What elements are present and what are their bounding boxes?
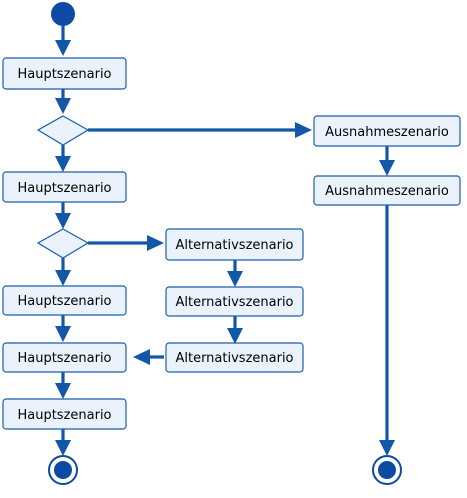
arrow-head xyxy=(55,383,71,399)
main-node-5-label: Hauptszenario xyxy=(17,408,111,423)
start-node xyxy=(51,2,75,26)
exception-node-2: Ausnahmeszenario xyxy=(313,175,461,206)
main-node-2-label: Hauptszenario xyxy=(17,181,111,196)
arrow-head xyxy=(55,156,71,172)
arrow-head xyxy=(55,213,71,229)
arrow-head xyxy=(227,271,243,287)
alternative-node-1: Alternativszenario xyxy=(165,228,304,261)
arrow-head xyxy=(55,326,71,342)
main-node-1-label: Hauptszenario xyxy=(17,67,111,82)
arrow-head xyxy=(55,440,71,456)
alternative-node-3: Alternativszenario xyxy=(165,342,304,373)
main-node-4: Hauptszenario xyxy=(2,342,127,373)
arrow-head xyxy=(379,160,395,176)
main-node-3-label: Hauptszenario xyxy=(17,294,111,309)
alternative-node-3-label: Alternativszenario xyxy=(175,351,293,366)
end-node-left xyxy=(48,455,78,485)
exception-node-1-label: Ausnahmeszenario xyxy=(325,125,449,140)
main-node-3: Hauptszenario xyxy=(2,285,127,316)
arrow-head xyxy=(55,270,71,286)
arrow-head xyxy=(55,40,71,56)
arrow-head xyxy=(379,440,395,456)
decision-node-2 xyxy=(36,228,90,259)
alternative-node-2-label: Alternativszenario xyxy=(175,295,293,310)
main-node-2: Hauptszenario xyxy=(2,171,127,203)
decision-node-1 xyxy=(36,115,90,146)
arrow-heads xyxy=(55,40,395,456)
arrow-head xyxy=(133,349,150,365)
alternative-node-2: Alternativszenario xyxy=(165,286,304,317)
main-node-5: Hauptszenario xyxy=(2,398,127,430)
arrow-head xyxy=(227,328,243,344)
alternative-node-1-label: Alternativszenario xyxy=(175,238,293,253)
main-node-1: Hauptszenario xyxy=(2,57,127,90)
exception-node-1: Ausnahmeszenario xyxy=(313,115,461,147)
main-node-4-label: Hauptszenario xyxy=(17,351,111,366)
exception-node-2-label: Ausnahmeszenario xyxy=(325,184,449,199)
arrow-head xyxy=(55,98,71,114)
arrow-head xyxy=(295,122,312,138)
end-node-right xyxy=(372,455,402,485)
arrow-head xyxy=(147,235,164,251)
